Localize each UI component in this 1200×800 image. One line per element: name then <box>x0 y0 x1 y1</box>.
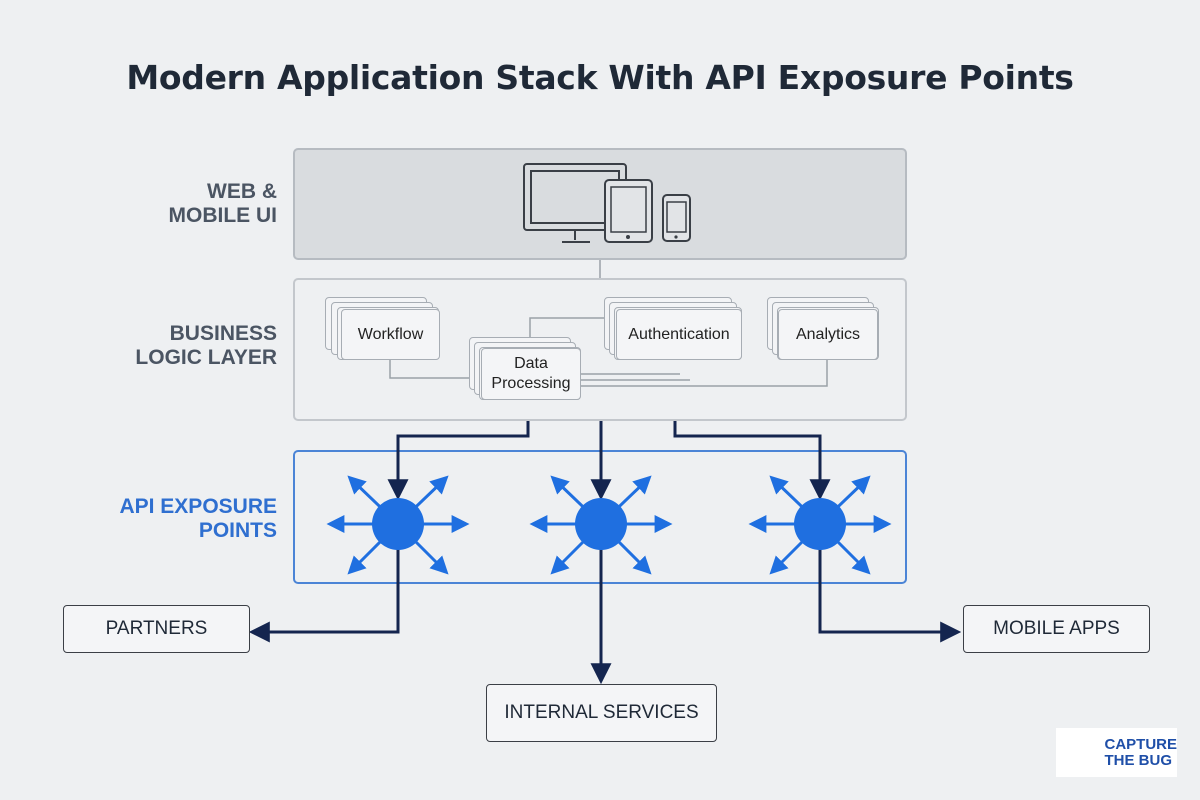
authentication-label: Authentication <box>616 309 742 360</box>
logic-label-line2: LOGIC LAYER <box>135 346 277 369</box>
api-label-line2: POINTS <box>198 519 277 542</box>
analytics-label: Analytics <box>778 309 878 360</box>
mobile-apps-label: MOBILE APPS <box>993 618 1120 639</box>
logo-line2: THE BUG <box>1104 751 1172 769</box>
data-processing-line1: Data <box>514 355 548 372</box>
ui-label-line2: MOBILE UI <box>168 204 278 227</box>
web-mobile-ui-layer <box>293 148 907 260</box>
logo-line1: CAPTURE <box>1104 735 1177 753</box>
partners-box: PARTNERS <box>63 605 250 653</box>
internal-services-label: INTERNAL SERVICES <box>504 702 699 723</box>
workflow-label: Workflow <box>341 309 440 360</box>
ui-layer-label: WEB & MOBILE UI <box>17 180 278 228</box>
api-label-line1: API EXPOSURE <box>119 495 277 518</box>
mobile-apps-box: MOBILE APPS <box>963 605 1150 653</box>
diagram-title: Modern Application Stack With API Exposu… <box>126 58 1074 97</box>
partners-label: PARTNERS <box>105 618 208 639</box>
logic-layer-label: BUSINESS LOGIC LAYER <box>17 322 277 370</box>
api-layer-label: API EXPOSURE POINTS <box>17 495 277 543</box>
internal-services-box: INTERNAL SERVICES <box>486 684 717 742</box>
phone-icon <box>662 194 691 242</box>
tablet-icon <box>604 179 653 243</box>
logic-label-line1: BUSINESS <box>169 322 277 345</box>
data-processing-line2: Processing <box>491 375 571 392</box>
api-hub-1-node <box>372 498 424 550</box>
logo-text: CAPTURE THE BUG <box>1104 735 1177 769</box>
capture-the-bug-logo: CAPTURE THE BUG <box>1056 728 1177 777</box>
ui-label-line1: WEB & <box>207 180 277 203</box>
api-hub-3-node <box>794 498 846 550</box>
api-hub-2-node <box>575 498 627 550</box>
data-processing-label: Data Processing <box>481 348 581 400</box>
